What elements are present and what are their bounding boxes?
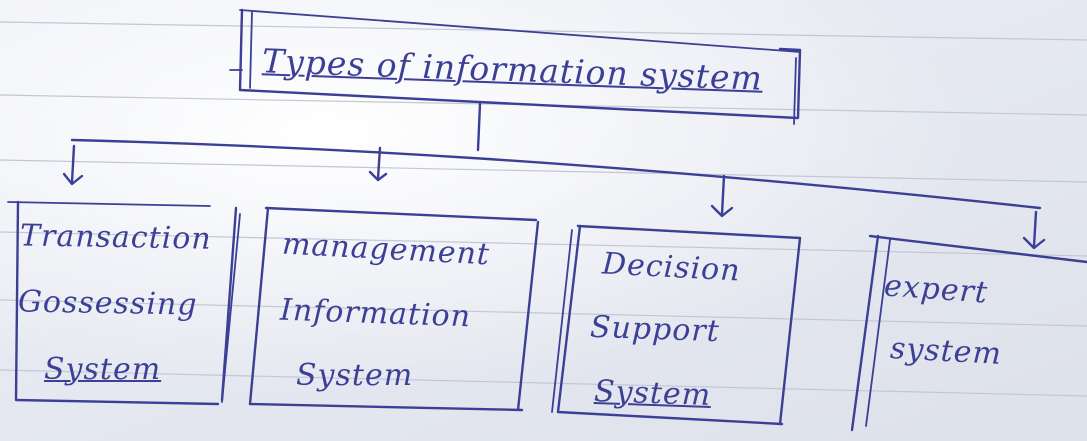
node-decision-line-2: Support: [589, 309, 721, 350]
node-decision-line-3: System: [593, 373, 712, 414]
node-expert-line-2: system: [889, 331, 1003, 372]
node-box-expert: [850, 234, 1087, 432]
arrow-down-icon: [368, 146, 388, 182]
arrow-down-icon: [710, 174, 734, 218]
node-transaction-line-3: System: [44, 352, 162, 387]
node-box-management: [221, 206, 540, 412]
connector-lines: [70, 102, 1042, 210]
arrow-down-icon: [1022, 210, 1046, 250]
node-box-decision: [551, 224, 802, 426]
ruled-lines: [0, 21, 1087, 397]
node-management-line-3: System: [296, 358, 414, 393]
title-box: [229, 8, 802, 125]
node-expert-line-1: expert: [882, 268, 990, 311]
node-box-transaction: [7, 200, 238, 406]
node-management-line-2: Information: [279, 292, 472, 335]
arrow-down-icon: [62, 144, 84, 186]
node-decision-line-1: Decision: [601, 246, 742, 289]
node-transaction-line-2: Gossessing: [17, 284, 198, 323]
node-transaction-line-1: Transaction: [19, 218, 212, 257]
